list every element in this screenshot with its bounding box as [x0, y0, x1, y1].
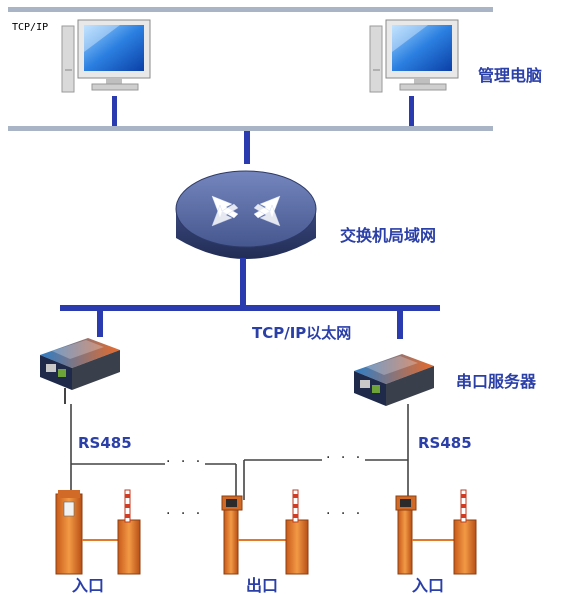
ethernet-bus — [60, 305, 440, 311]
exit-middle-label: 出口 — [246, 576, 279, 595]
management-pc-label: 管理电脑 — [478, 66, 543, 85]
switch-ethernet-link — [240, 258, 246, 306]
entrance-right-label: 入口 — [412, 576, 445, 595]
gate-entrance-left — [55, 489, 141, 575]
top-network-bus — [8, 7, 493, 12]
entrance-left-label: 入口 — [72, 576, 105, 595]
ellipsis-wire-right: · · · — [326, 450, 364, 466]
gate-exit-middle — [221, 489, 309, 575]
switch-icon — [175, 170, 317, 259]
top-network-label: TCP/IP — [12, 22, 49, 33]
management-pc-left — [61, 19, 151, 93]
ellipsis-gates-right: · · · — [326, 506, 364, 522]
switch-lan-label: 交换机局域网 — [340, 226, 437, 245]
serial-server-left-icon — [40, 338, 120, 390]
gate-entrance-right — [395, 489, 477, 575]
ethernet-drop-left — [97, 311, 103, 337]
rs485-left-label: RS485 — [78, 434, 132, 452]
management-pc-right — [369, 19, 459, 93]
rs485-wiring — [70, 404, 409, 500]
bus-switch-link — [244, 131, 250, 164]
ellipsis-wire-left: · · · — [166, 454, 204, 470]
serial-server-label: 串口服务器 — [456, 372, 537, 391]
pc-left-link — [112, 96, 117, 126]
serial-left-down-link — [64, 388, 66, 404]
pc-right-link — [409, 96, 414, 126]
serial-server-right-icon — [354, 354, 434, 406]
rs485-right-label: RS485 — [418, 434, 472, 452]
ellipsis-gates-left: · · · — [166, 506, 204, 522]
pc-bus — [8, 126, 493, 131]
ethernet-drop-right — [397, 311, 403, 339]
ethernet-label: TCP/IP以太网 — [252, 324, 352, 342]
